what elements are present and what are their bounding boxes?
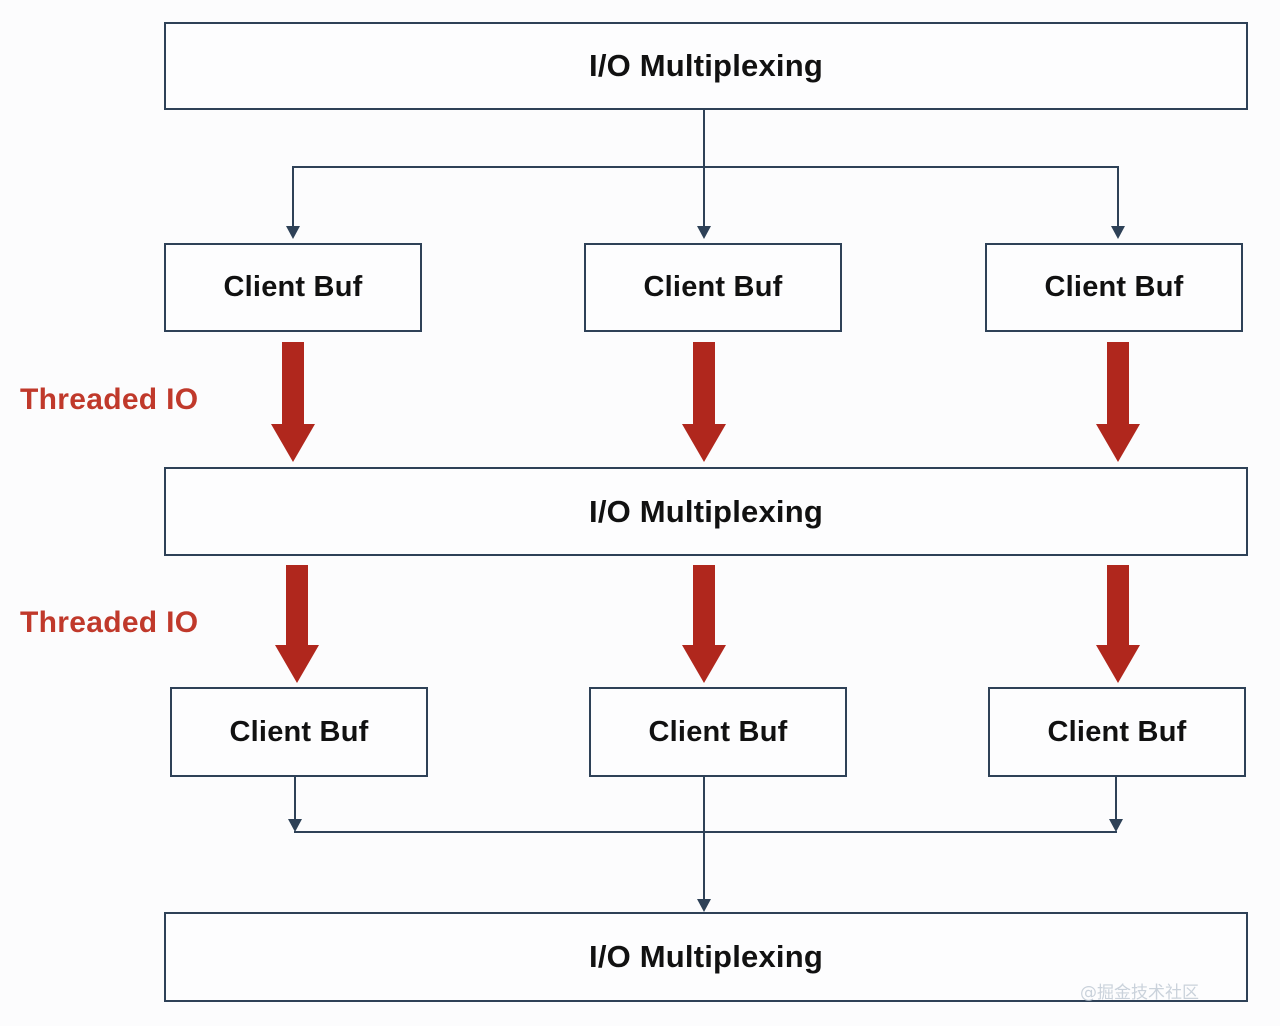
node-label: I/O Multiplexing bbox=[589, 939, 823, 974]
node-client-buf-row1-3: Client Buf bbox=[985, 243, 1243, 332]
connector-buf2-to-bottom bbox=[703, 777, 705, 901]
arrowhead-collector-to-bottom bbox=[697, 899, 711, 912]
node-label: Client Buf bbox=[1047, 715, 1187, 748]
node-label: Client Buf bbox=[1044, 271, 1184, 303]
node-client-buf-row1-2: Client Buf bbox=[584, 243, 842, 332]
arrowhead-top-to-buf-3 bbox=[1111, 226, 1125, 239]
arrow-shaft bbox=[1107, 342, 1129, 424]
node-client-buf-row2-3: Client Buf bbox=[988, 687, 1246, 777]
arrowhead-top-to-buf-2 bbox=[697, 226, 711, 239]
connector-top-center-drop bbox=[703, 110, 705, 168]
red-arrow-threaded-io-2-right bbox=[1096, 565, 1140, 683]
arrow-shaft bbox=[693, 565, 715, 645]
arrow-shaft bbox=[1107, 565, 1129, 645]
connector-bottom-collector-bar bbox=[294, 831, 1117, 833]
node-label: I/O Multiplexing bbox=[589, 493, 823, 529]
arrow-head bbox=[1096, 424, 1140, 462]
node-label: Client Buf bbox=[648, 715, 788, 748]
side-label-threaded-io-1: Threaded IO bbox=[20, 383, 199, 416]
node-io-multiplexing-top: I/O Multiplexing bbox=[164, 22, 1248, 110]
connector-buf1-to-collector bbox=[294, 777, 296, 821]
node-label: Client Buf bbox=[643, 271, 783, 303]
connector-top-distribution-bar bbox=[292, 166, 1118, 168]
red-arrow-threaded-io-1-left bbox=[271, 342, 315, 462]
connector-top-to-buf-2 bbox=[703, 166, 705, 228]
red-arrow-threaded-io-1-center bbox=[682, 342, 726, 462]
arrow-head bbox=[1096, 645, 1140, 683]
node-io-multiplexing-middle: I/O Multiplexing bbox=[164, 467, 1248, 556]
red-arrow-threaded-io-2-center bbox=[682, 565, 726, 683]
node-label: Client Buf bbox=[229, 715, 369, 748]
node-label: Client Buf bbox=[223, 271, 363, 303]
arrow-shaft bbox=[693, 342, 715, 424]
arrow-head bbox=[682, 645, 726, 683]
arrowhead-top-to-buf-1 bbox=[286, 226, 300, 239]
node-client-buf-row1-1: Client Buf bbox=[164, 243, 422, 332]
node-client-buf-row2-1: Client Buf bbox=[170, 687, 428, 777]
side-label-threaded-io-2: Threaded IO bbox=[20, 606, 199, 639]
arrowhead-buf1-to-collector bbox=[288, 819, 302, 832]
arrowhead-buf3-to-collector bbox=[1109, 819, 1123, 832]
arrow-head bbox=[275, 645, 319, 683]
arrow-shaft bbox=[282, 342, 304, 424]
arrow-head bbox=[271, 424, 315, 462]
connector-top-to-buf-1 bbox=[292, 166, 294, 228]
arrow-head bbox=[682, 424, 726, 462]
red-arrow-threaded-io-1-right bbox=[1096, 342, 1140, 462]
connector-top-to-buf-3 bbox=[1117, 166, 1119, 228]
red-arrow-threaded-io-2-left bbox=[275, 565, 319, 683]
connector-buf3-to-collector bbox=[1115, 777, 1117, 821]
node-io-multiplexing-bottom: I/O Multiplexing bbox=[164, 912, 1248, 1002]
arrow-shaft bbox=[286, 565, 308, 645]
node-label: I/O Multiplexing bbox=[589, 48, 823, 83]
watermark-text: @掘金技术社区 bbox=[1080, 983, 1199, 1003]
node-client-buf-row2-2: Client Buf bbox=[589, 687, 847, 777]
